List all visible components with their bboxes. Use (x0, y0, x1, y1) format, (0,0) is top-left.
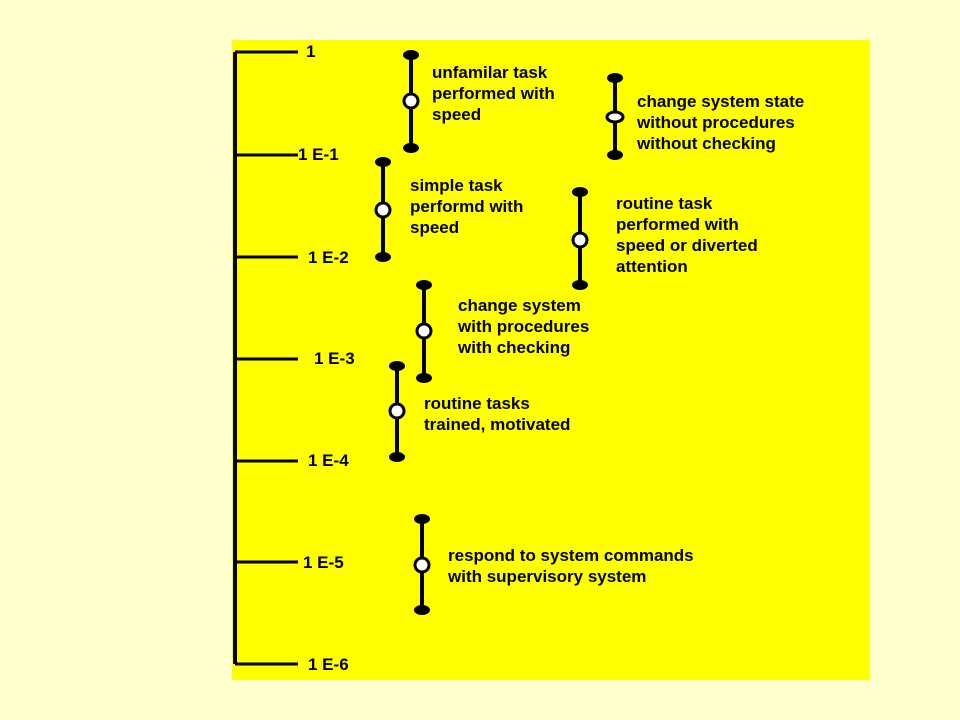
range-bar-routine-tasks-trained (388, 361, 406, 462)
tick-label-1e-3: 1 E-3 (314, 349, 355, 368)
tick-label-1e-6: 1 E-6 (308, 655, 349, 674)
tick-label-1e-4: 1 E-4 (308, 451, 349, 470)
tick-label-1e-1: 1 E-1 (298, 145, 339, 164)
task-label-change-system-procedures: change system with procedures with check… (458, 296, 590, 357)
range-bar-routine-task-speed (571, 187, 589, 290)
task-label-simple-task: simple task performd with speed (410, 176, 524, 237)
task-label-routine-task-speed: routine task performed with speed or div… (616, 194, 758, 276)
task-label-unfamiliar-task: unfamilar task performed with speed (432, 63, 555, 124)
task-label-routine-tasks-trained: routine tasks trained, motivated (424, 394, 571, 434)
tick-label-1e-5: 1 E-5 (303, 553, 344, 572)
task-label-respond-system-commands: respond to system commands with supervis… (448, 546, 694, 586)
task-label-change-state-no-procedures: change system state without procedures w… (637, 92, 805, 153)
tick-label-1: 1 (306, 42, 316, 61)
range-bar-simple-task (374, 157, 392, 262)
range-bar-change-state-no-procedures (605, 73, 625, 160)
range-bar-unfamiliar-task (402, 50, 420, 153)
diagram-panel (232, 40, 870, 680)
range-bar-change-system-procedures (415, 280, 433, 383)
tick-label-1e-2: 1 E-2 (308, 248, 349, 267)
range-bar-respond-system-commands (413, 514, 431, 615)
